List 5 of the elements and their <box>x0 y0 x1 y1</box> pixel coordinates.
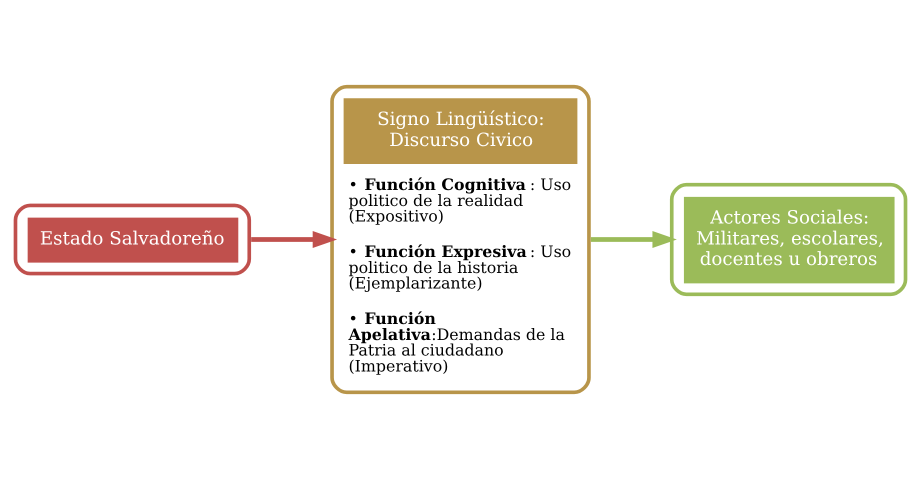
node-box: Signo Lingüístico: Discurso Civico • Función Cognitiva: Uso politico de la realidad (Expositivo) • Función Expresiva: Uso politico de la historia (Ejemplarizante) • Función Apelativa:Demandas de la Patria al ciudadano (Imperativo) <box>330 84 591 394</box>
arrow <box>590 230 677 248</box>
arrow <box>251 230 338 248</box>
node-box: Estado Salvadoreño <box>14 204 252 276</box>
node-box: Actores Sociales: Militares, escolares, docentes u obreros <box>670 182 908 296</box>
